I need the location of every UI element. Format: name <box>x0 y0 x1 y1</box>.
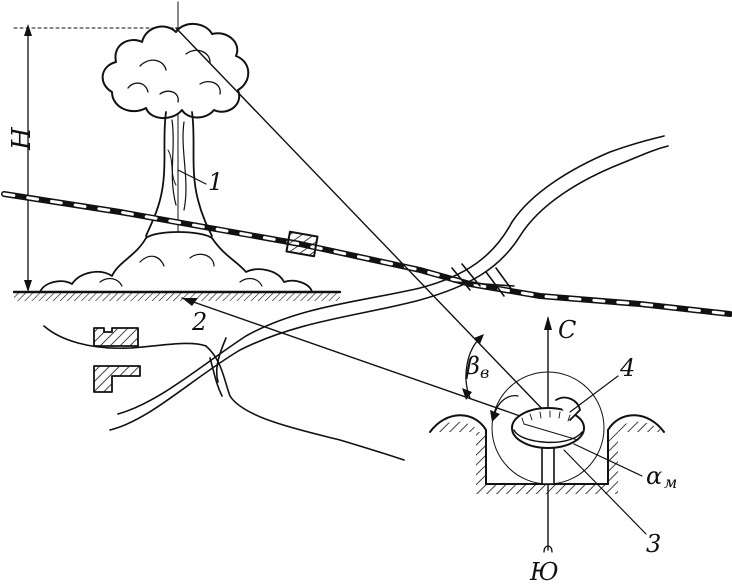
label-marker-2: 2 <box>191 308 207 336</box>
label-alpha-angle: α м <box>646 462 677 492</box>
railway-building <box>285 230 319 258</box>
mushroom-cloud-cap <box>101 23 250 119</box>
label-marker-3: 3 <box>646 530 661 558</box>
left-building-lower <box>93 365 141 393</box>
alpha-symbol: α <box>646 462 662 490</box>
beta-angle-arc <box>462 334 484 400</box>
label-south: Ю <box>529 558 559 584</box>
leader-line-alpha <box>573 443 643 477</box>
alpha-subscript: м <box>664 473 677 492</box>
sight-line-to-cloud-top <box>175 27 573 441</box>
beta-symbol: β <box>465 352 480 380</box>
ground-surface <box>12 290 342 301</box>
label-north: С <box>558 316 576 344</box>
railway-line <box>1 191 732 317</box>
leader-line-3 <box>563 449 647 535</box>
label-marker-4: 4 <box>619 354 635 382</box>
leader-line-4 <box>569 375 619 413</box>
railway-bridge <box>451 263 515 297</box>
lower-road <box>43 325 405 461</box>
compass-device <box>511 396 585 449</box>
beta-subscript: в <box>480 363 489 382</box>
left-building-upper <box>93 327 139 347</box>
leader-line-1 <box>177 169 207 185</box>
sight-line-to-ground-zero <box>181 297 521 417</box>
compass-post <box>541 443 555 485</box>
label-height: H <box>7 126 37 151</box>
dust-cloud-base <box>39 231 313 293</box>
label-beta-angle: β в <box>465 352 489 382</box>
label-marker-1: 1 <box>208 168 223 196</box>
